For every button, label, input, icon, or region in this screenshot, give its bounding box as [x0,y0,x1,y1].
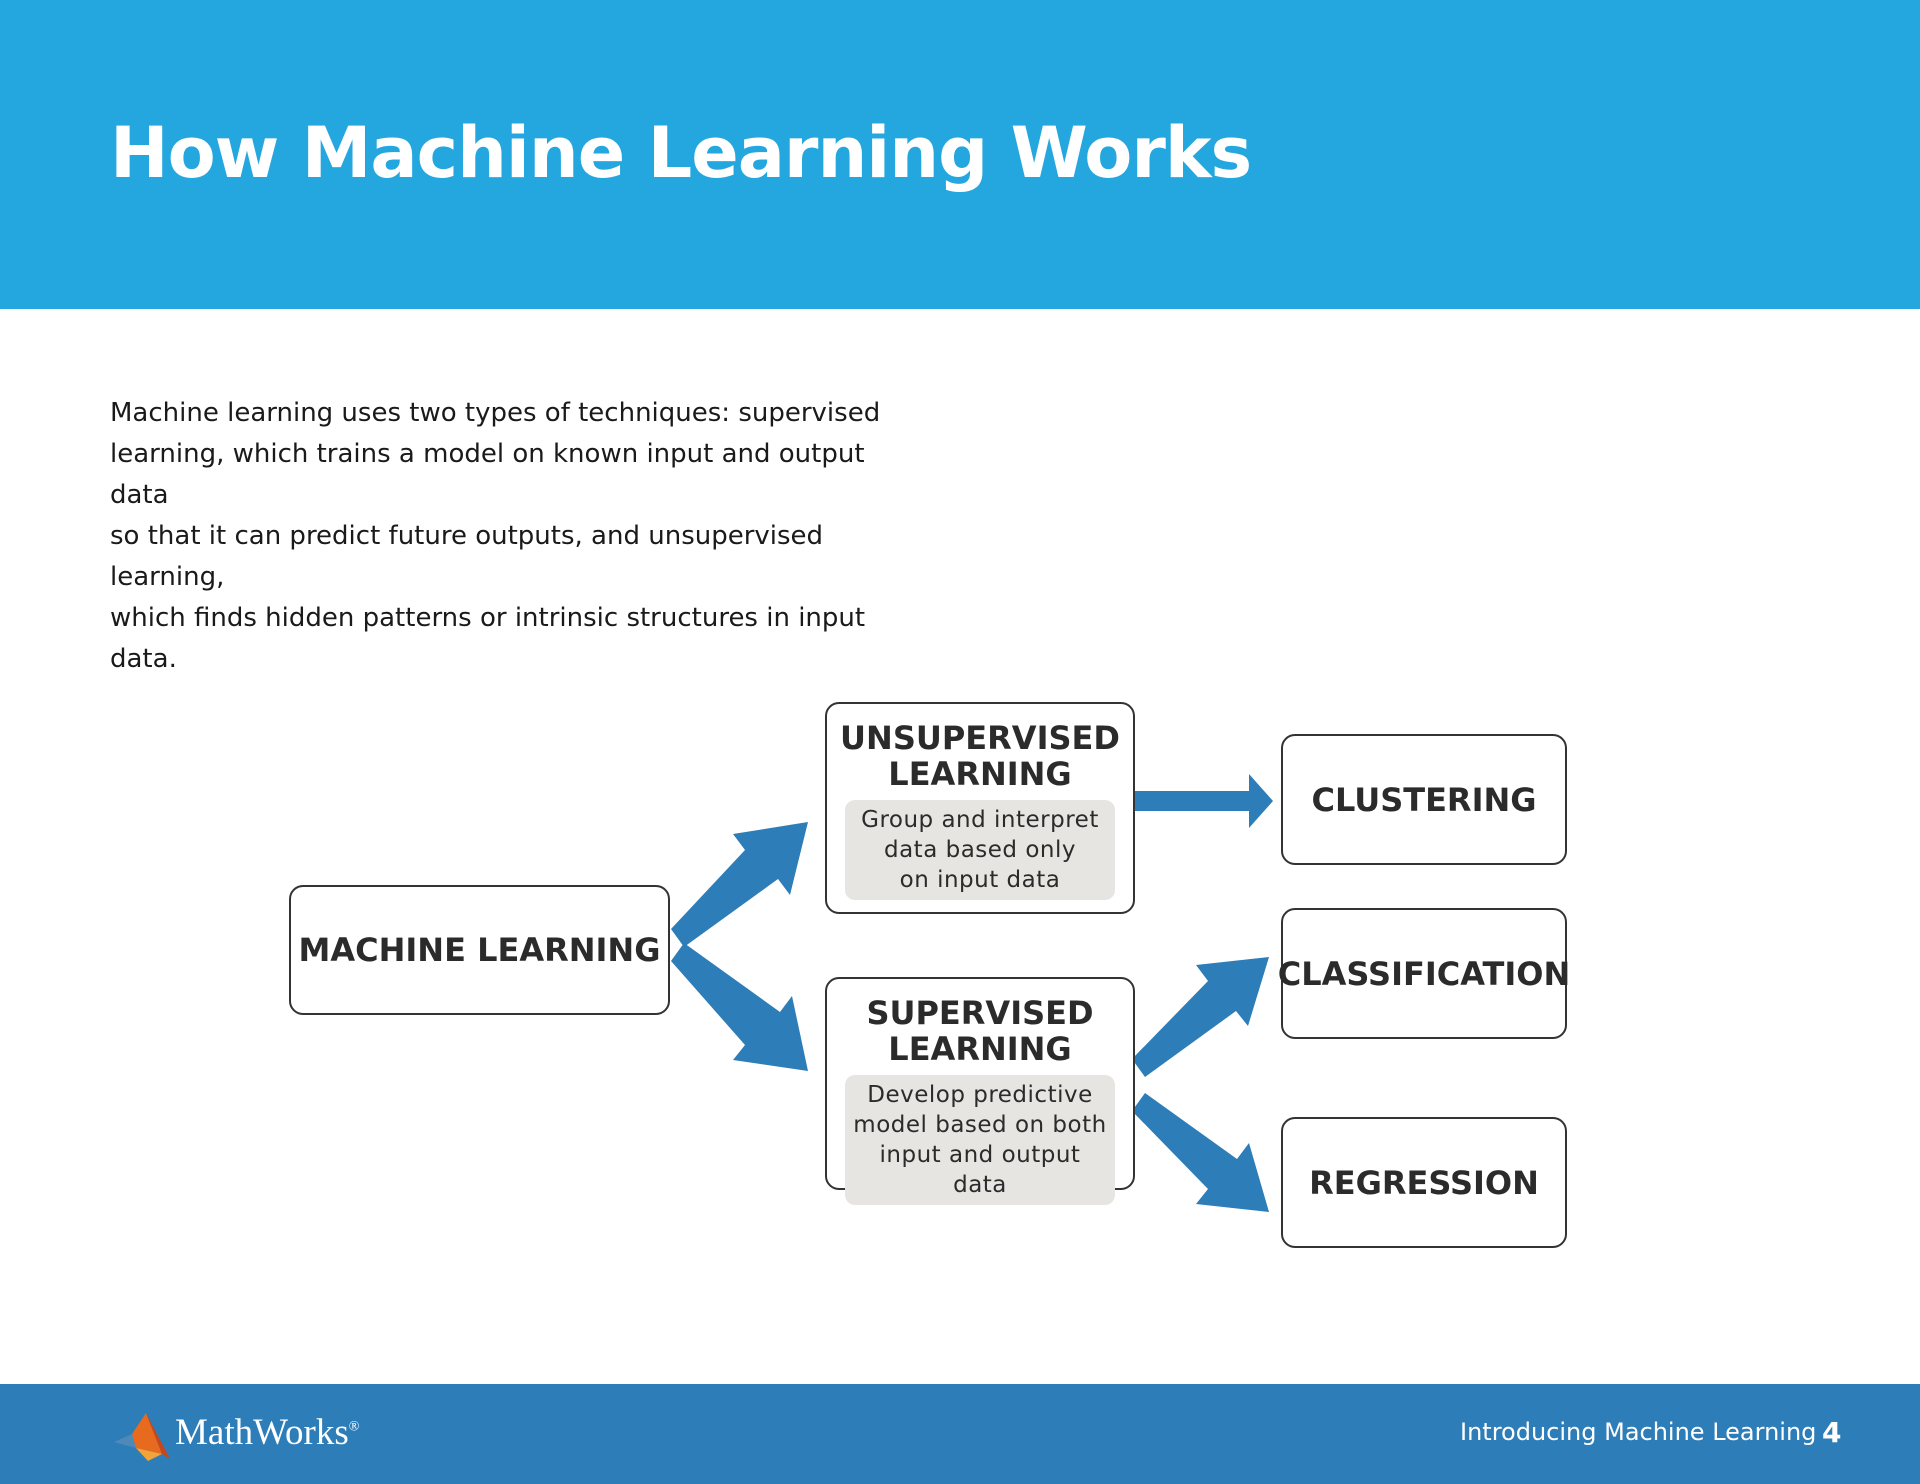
desc-line: Group and interpret [861,807,1099,833]
supervised-learning-box: SUPERVISED LEARNING Develop predictive m… [825,977,1135,1205]
arrow-to-regression [1132,1093,1269,1212]
clustering-label: CLUSTERING [1311,780,1537,819]
desc-line: on input data [899,867,1061,893]
document-title: Introducing Machine Learning [1460,1418,1817,1446]
intro-line: which finds hidden patterns or intrinsic… [110,603,866,674]
matlab-logo-icon [114,1413,170,1461]
machine-learning-box: MACHINE LEARNING [289,885,670,1015]
intro-line: Machine learning uses two types of techn… [110,398,881,428]
classification-box: CLASSIFICATION [1277,908,1571,1039]
supervised-label-line: SUPERVISED [866,994,1094,1032]
arrow-to-supervised [671,943,808,1071]
arrow-to-clustering [1134,774,1273,828]
unsupervised-description: Group and interpret data based only on i… [845,800,1115,900]
brand-name: MathWorks [175,1412,349,1453]
unsupervised-learning-box: UNSUPERVISED LEARNING Group and interpre… [825,702,1135,914]
intro-line: so that it can predict future outputs, a… [110,521,824,592]
supervised-description: Develop predictive model based on both i… [845,1075,1115,1205]
registered-mark: ® [348,1419,360,1435]
supervised-label-line: LEARNING [888,1030,1072,1068]
mathworks-brand: MathWorks® [175,1411,359,1454]
page-title: How Machine Learning Works [110,112,1252,194]
desc-line: data based only [883,837,1076,863]
intro-line: learning, which trains a model on known … [110,439,865,510]
arrow-to-unsupervised [671,822,808,947]
intro-paragraph: Machine learning uses two types of techn… [110,393,930,680]
desc-line: model based on both [853,1112,1107,1138]
arrow-to-classification [1132,957,1269,1077]
clustering-box: CLUSTERING [1281,734,1567,865]
desc-line: Develop predictive [867,1082,1093,1108]
classification-label: CLASSIFICATION [1277,954,1571,993]
unsupervised-label-line: UNSUPERVISED [840,719,1120,757]
regression-box: REGRESSION [1281,1117,1567,1248]
regression-label: REGRESSION [1309,1163,1539,1202]
footer-bar [0,1384,1920,1484]
unsupervised-label-line: LEARNING [888,755,1072,793]
header-banner: How Machine Learning Works [0,0,1920,309]
page-number: 4 [1822,1416,1842,1449]
machine-learning-label: MACHINE LEARNING [298,931,661,969]
desc-line: input and output data [879,1142,1081,1198]
